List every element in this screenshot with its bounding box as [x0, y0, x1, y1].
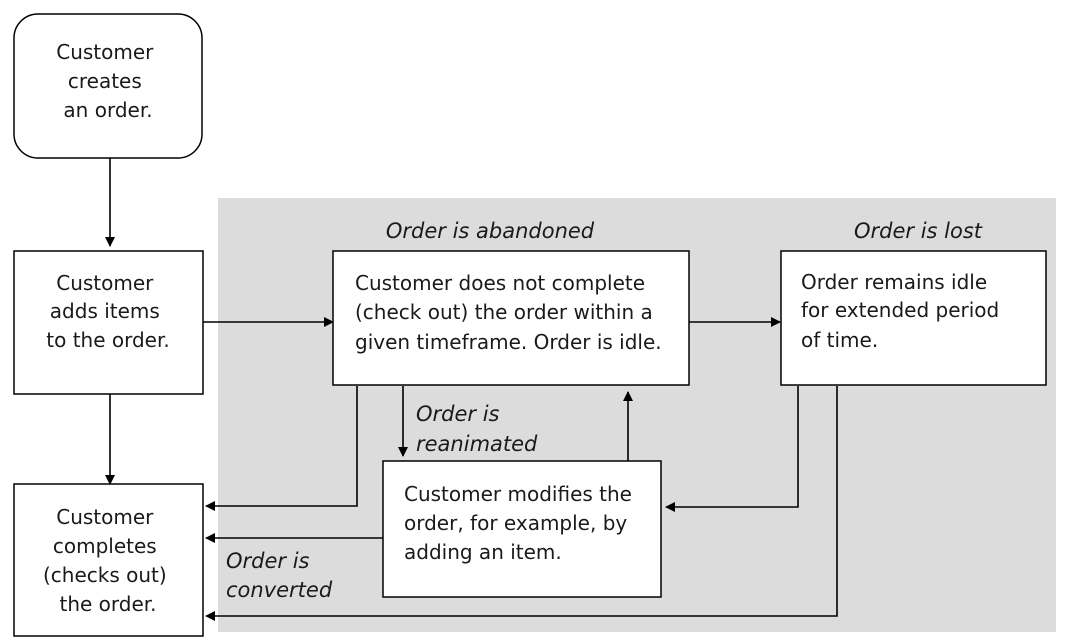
connectors	[105, 158, 838, 621]
node-modifies	[382, 460, 662, 598]
label-reanimated: Order is reanimated	[416, 402, 538, 456]
node-create-order-text: Customer creates an order.	[56, 40, 160, 122]
node-create-order	[13, 13, 203, 159]
node-idle-text: Customer does not complete (check out) t…	[355, 271, 662, 354]
node-completes	[13, 483, 204, 637]
node-completes-text: Customer completes (checks out) the orde…	[43, 505, 173, 616]
node-idle-extended	[780, 250, 1047, 386]
arrow-extended-to-complete	[205, 386, 838, 621]
arrow-idle-to-complete	[205, 386, 358, 511]
label-abandoned: Order is abandoned	[386, 219, 595, 243]
label-lost: Order is lost	[854, 219, 983, 243]
node-idle-extended-text: Order remains idle for extended period o…	[801, 270, 1006, 352]
node-modifies-text: Customer modifies the order, for example…	[404, 482, 638, 564]
arrow-extended-to-modifies	[665, 386, 799, 512]
node-add-items-text: Customer adds items to the order.	[46, 271, 169, 352]
node-idle	[332, 250, 690, 386]
label-converted: Order is converted	[226, 549, 333, 602]
node-add-items	[13, 250, 204, 395]
